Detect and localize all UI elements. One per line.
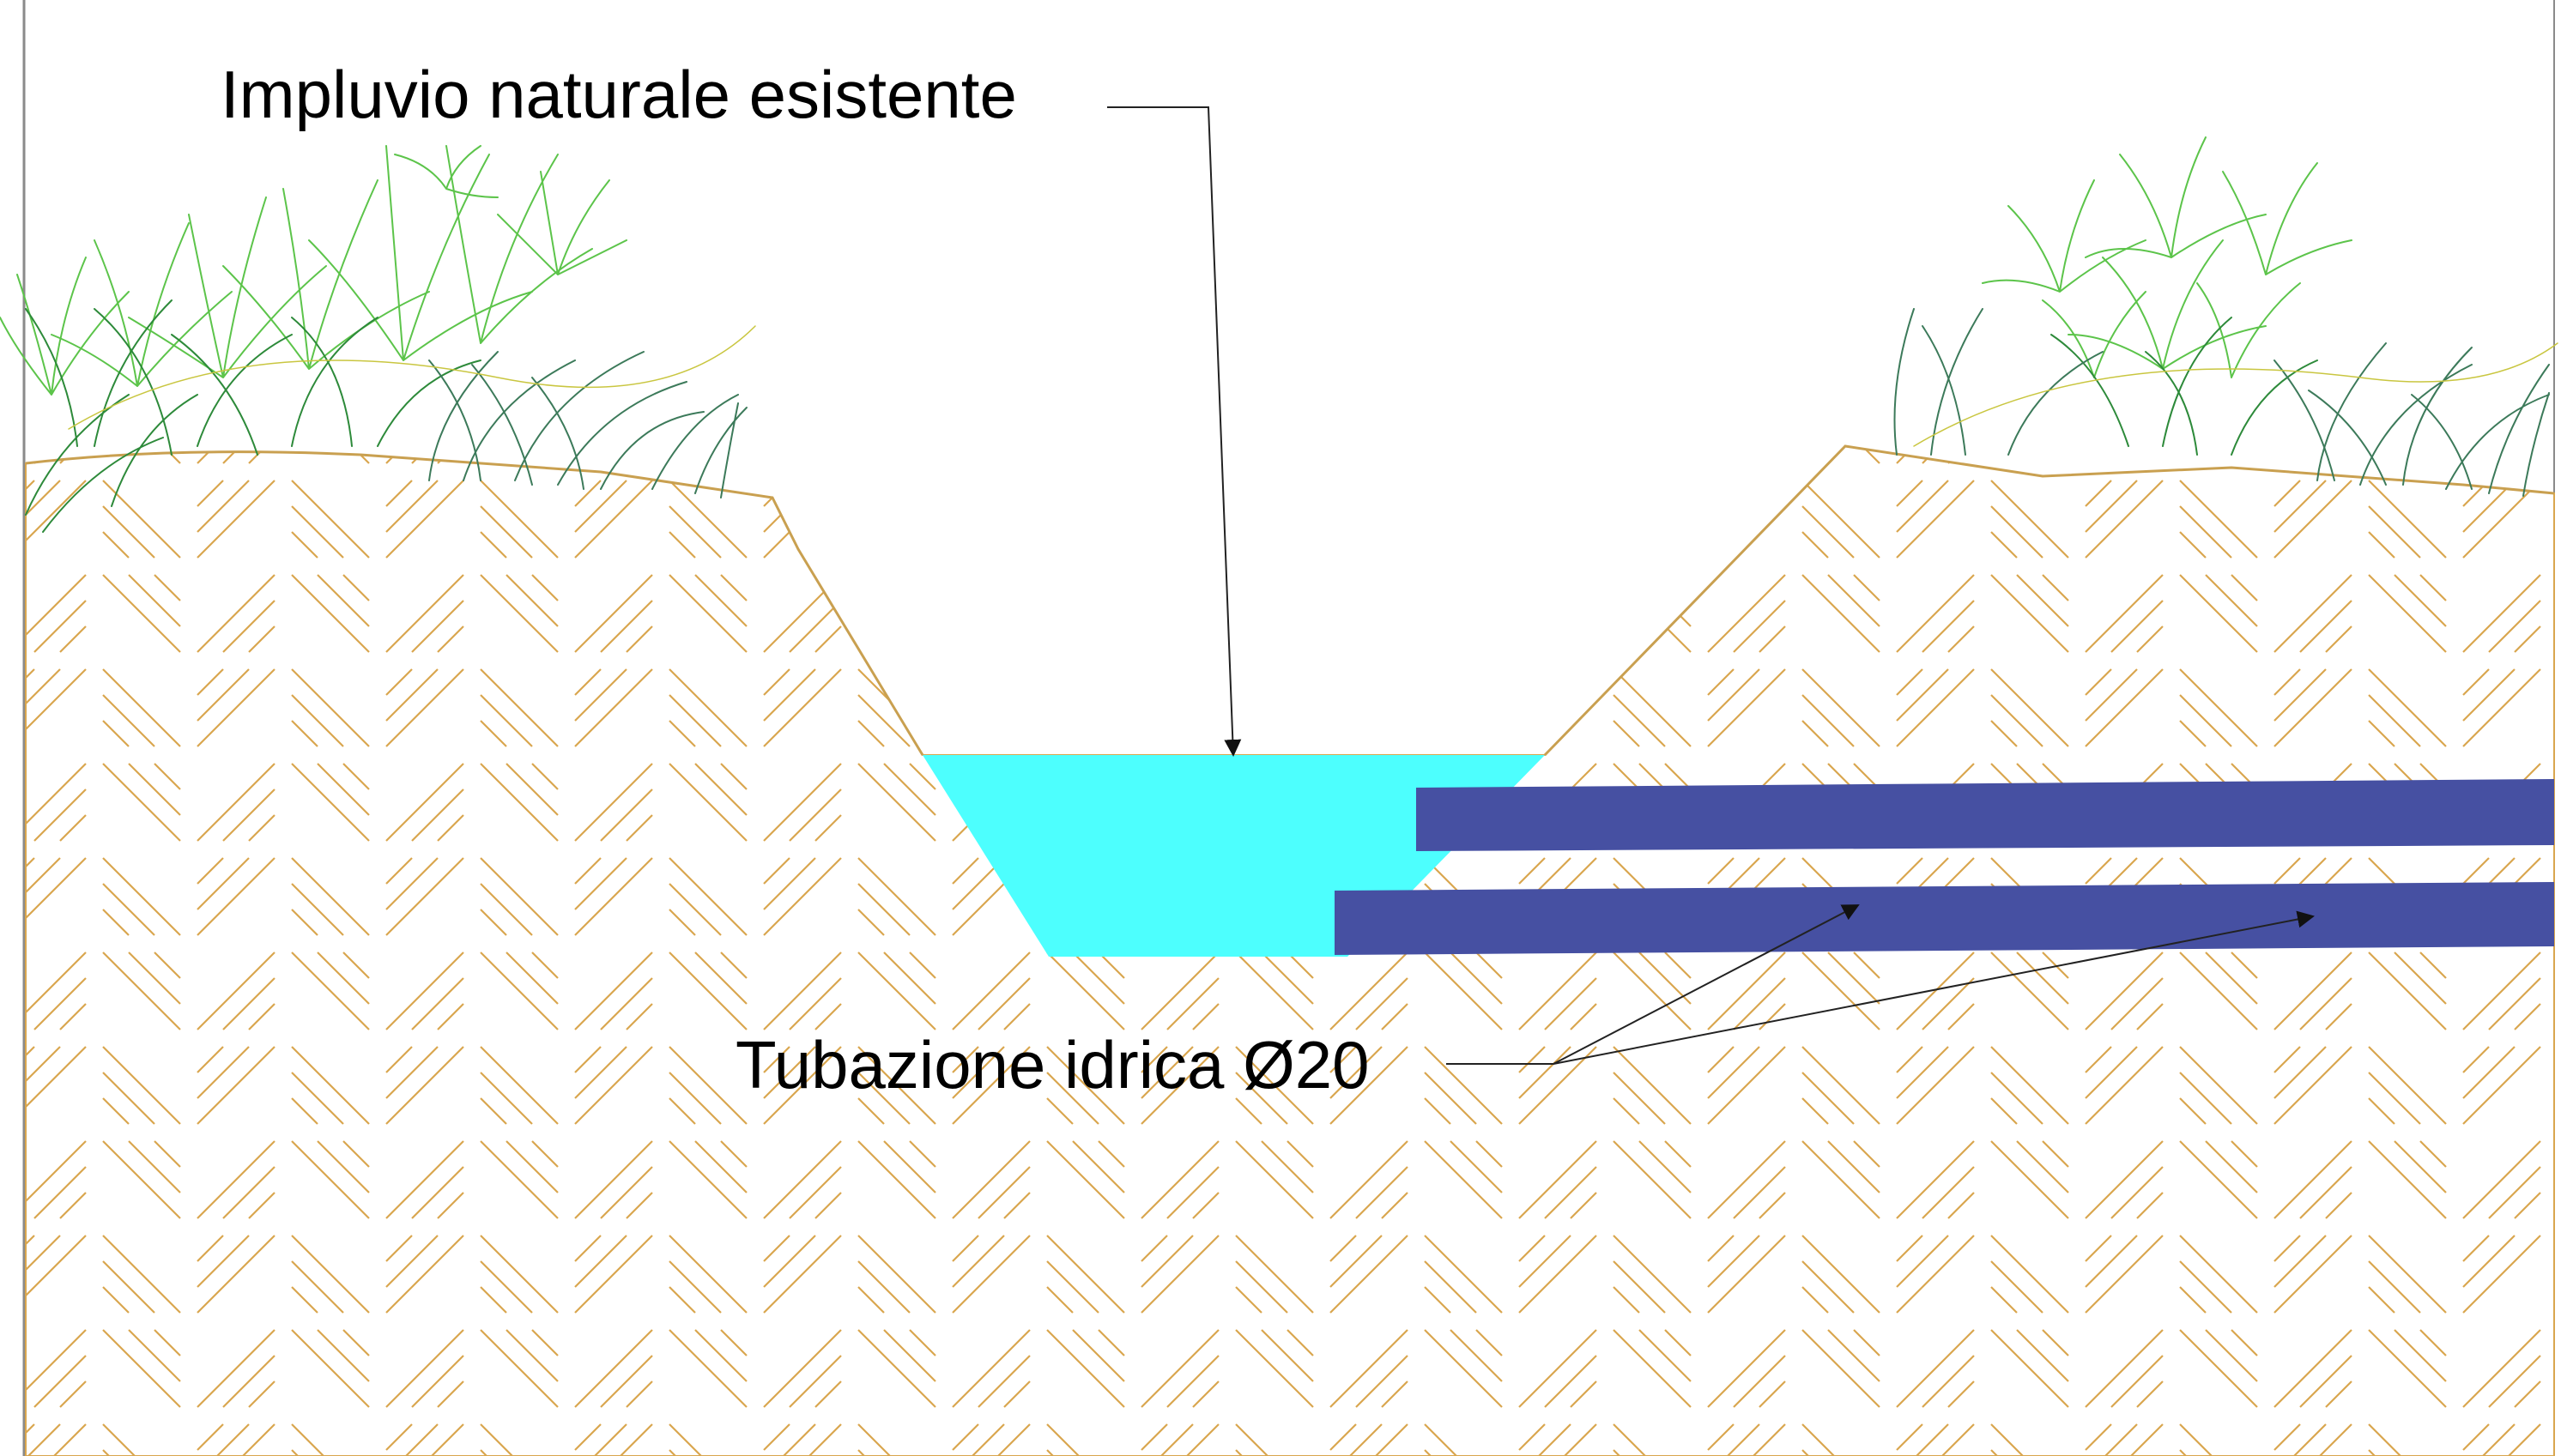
vegetation-left — [0, 145, 756, 533]
water-pipe-upper — [1416, 779, 2554, 851]
pipe-leader-arrow-2 — [1553, 910, 2315, 1065]
ground-profile-line — [25, 444, 2555, 757]
channel-label: Impluvio naturale esistente — [221, 57, 1017, 132]
pipe-label: Tubazione idrica Ø20 — [736, 1027, 1370, 1103]
vegetation-right — [1893, 136, 2558, 497]
water-pipe-lower — [1335, 882, 2554, 955]
channel-leader-line — [1107, 106, 1242, 757]
pipe-leader-arrow-1 — [1553, 904, 1860, 1065]
